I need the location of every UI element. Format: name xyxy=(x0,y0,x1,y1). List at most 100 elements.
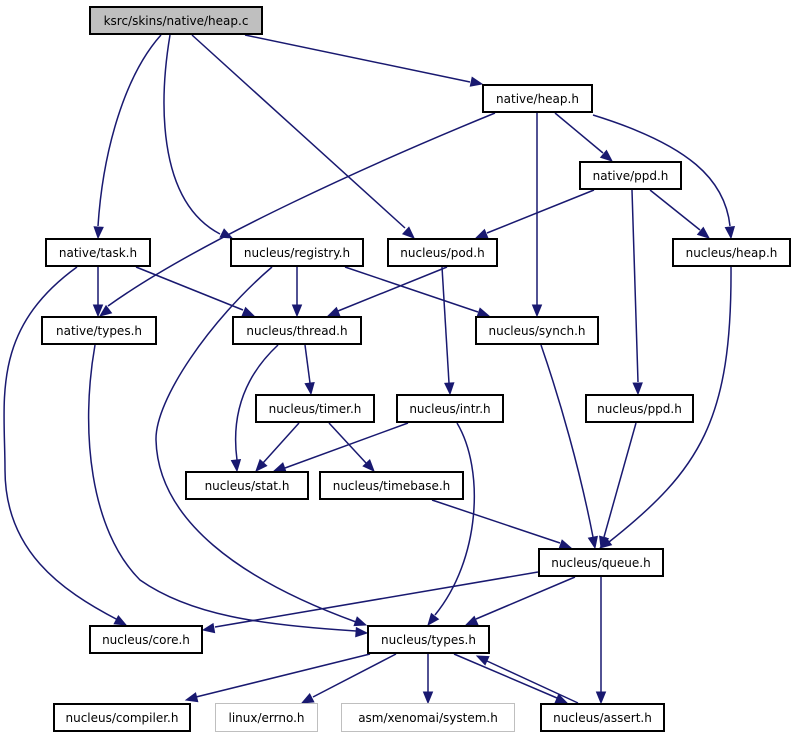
edge-native-heap-to-native-ppd xyxy=(554,112,604,154)
arrowhead-icon xyxy=(255,458,268,472)
edge-native-heap-to-nucleus-heap xyxy=(592,114,731,227)
node-label: nucleus/heap.h xyxy=(685,245,778,260)
edge-heap-c-to-native-heap xyxy=(244,34,471,83)
node-label: native/ppd.h xyxy=(592,168,669,183)
edge-nucleus-timer-to-nucleus-stat xyxy=(262,422,300,464)
arrowhead-icon xyxy=(326,306,341,317)
arrowhead-icon xyxy=(92,304,104,318)
node-heap-c[interactable]: ksrc/skins/native/heap.c xyxy=(89,6,263,35)
node-nucleus-heap[interactable]: nucleus/heap.h xyxy=(672,238,791,267)
arrowhead-icon xyxy=(93,226,104,240)
arrowhead-icon xyxy=(554,693,569,704)
edge-nucleus-queue-to-nucleus-core xyxy=(214,571,539,628)
arrowhead-icon xyxy=(230,459,242,473)
node-label: nucleus/queue.h xyxy=(551,555,651,570)
edge-nucleus-thread-to-nucleus-stat xyxy=(234,344,279,461)
edge-native-task-to-nucleus-thread xyxy=(135,266,244,311)
node-nucleus-stat[interactable]: nucleus/stat.h xyxy=(185,471,309,500)
edge-heap-c-to-native-task xyxy=(97,34,162,227)
node-native-types[interactable]: native/types.h xyxy=(41,316,157,345)
node-label: nucleus/core.h xyxy=(102,632,190,647)
edge-nucleus-intr-to-nucleus-types xyxy=(434,422,476,616)
node-linux-errno: linux/errno.h xyxy=(215,703,318,732)
node-label: nucleus/compiler.h xyxy=(65,710,179,725)
edge-nucleus-assert-to-nucleus-types xyxy=(486,660,579,704)
node-asm-system: asm/xenomai/system.h xyxy=(341,703,515,732)
arrowhead-icon xyxy=(113,614,128,626)
edge-native-ppd-to-nucleus-ppd xyxy=(631,189,639,383)
node-label: nucleus/pod.h xyxy=(400,245,485,260)
edge-heap-c-to-nucleus-registry xyxy=(163,34,221,235)
arrowhead-icon xyxy=(219,228,234,239)
edge-nucleus-timer-to-nucleus-timebase xyxy=(328,422,367,464)
node-nucleus-registry[interactable]: nucleus/registry.h xyxy=(230,238,364,267)
edge-native-types-to-nucleus-types xyxy=(87,344,357,632)
arrowhead-icon xyxy=(464,615,479,626)
arrowhead-icon xyxy=(353,616,368,627)
node-label: nucleus/registry.h xyxy=(243,245,351,260)
edge-nucleus-types-to-nucleus-compiler xyxy=(195,653,371,698)
node-label: native/task.h xyxy=(58,245,138,260)
arrowhead-icon xyxy=(184,692,199,703)
edge-nucleus-thread-to-nucleus-timer xyxy=(304,344,311,384)
edge-native-task-to-nucleus-core xyxy=(3,266,119,621)
node-label: native/types.h xyxy=(55,323,142,338)
edge-nucleus-queue-to-nucleus-types xyxy=(475,576,576,620)
arrowhead-icon xyxy=(632,382,643,396)
arrowhead-icon xyxy=(599,535,610,550)
node-label: nucleus/assert.h xyxy=(553,710,652,725)
node-nucleus-compiler[interactable]: nucleus/compiler.h xyxy=(53,703,191,732)
edge-native-ppd-to-nucleus-heap xyxy=(649,189,701,231)
edge-nucleus-timebase-to-nucleus-queue xyxy=(431,499,561,544)
node-nucleus-core[interactable]: nucleus/core.h xyxy=(89,625,203,654)
arrowhead-icon xyxy=(531,304,543,318)
arrowhead-icon xyxy=(696,226,711,239)
arrowhead-icon xyxy=(422,691,434,705)
edge-nucleus-types-to-nucleus-assert xyxy=(453,653,558,699)
node-nucleus-types[interactable]: nucleus/types.h xyxy=(367,625,490,654)
node-nucleus-ppd[interactable]: nucleus/ppd.h xyxy=(585,394,694,423)
edge-nucleus-registry-to-nucleus-synch xyxy=(344,266,479,313)
node-label: nucleus/thread.h xyxy=(246,323,348,338)
arrowhead-icon xyxy=(98,304,113,317)
edge-nucleus-types-to-linux-errno xyxy=(312,653,397,698)
node-native-task[interactable]: native/task.h xyxy=(45,238,151,267)
arrowhead-icon xyxy=(595,691,607,705)
edge-nucleus-synch-to-nucleus-queue xyxy=(540,344,594,538)
node-label: nucleus/timer.h xyxy=(268,401,362,416)
node-label: ksrc/skins/native/heap.c xyxy=(103,13,249,28)
node-label: asm/xenomai/system.h xyxy=(358,710,498,725)
edge-nucleus-pod-to-nucleus-intr xyxy=(441,266,450,384)
node-nucleus-queue[interactable]: nucleus/queue.h xyxy=(538,548,664,577)
arrowhead-icon xyxy=(355,626,369,638)
edge-nucleus-registry-to-nucleus-types xyxy=(155,266,357,623)
arrowhead-icon xyxy=(587,535,598,550)
node-nucleus-pod[interactable]: nucleus/pod.h xyxy=(387,238,498,267)
node-nucleus-timebase[interactable]: nucleus/timebase.h xyxy=(319,471,464,500)
node-nucleus-thread[interactable]: nucleus/thread.h xyxy=(232,316,362,345)
edge-native-heap-to-native-types xyxy=(107,112,496,307)
arrowhead-icon xyxy=(427,612,440,627)
arrowhead-icon xyxy=(401,226,415,239)
edge-nucleus-pod-to-nucleus-thread xyxy=(337,266,448,312)
edge-nucleus-heap-to-nucleus-queue xyxy=(608,266,732,543)
node-label: native/heap.h xyxy=(496,91,579,106)
edge-native-ppd-to-nucleus-pod xyxy=(486,189,595,234)
node-label: nucleus/timebase.h xyxy=(332,478,451,493)
arrowhead-icon xyxy=(300,693,315,704)
node-nucleus-intr[interactable]: nucleus/intr.h xyxy=(396,394,504,423)
edge-nucleus-intr-to-nucleus-stat xyxy=(284,422,409,469)
node-label: linux/errno.h xyxy=(228,710,305,725)
node-native-heap[interactable]: native/heap.h xyxy=(482,84,593,113)
node-nucleus-timer[interactable]: nucleus/timer.h xyxy=(255,394,375,423)
node-nucleus-synch[interactable]: nucleus/synch.h xyxy=(475,316,599,345)
arrowhead-icon xyxy=(304,381,315,396)
arrowhead-icon xyxy=(475,655,490,666)
node-native-ppd[interactable]: native/ppd.h xyxy=(579,161,682,190)
arrowhead-icon xyxy=(469,76,484,87)
node-label: nucleus/stat.h xyxy=(204,478,290,493)
node-nucleus-assert[interactable]: nucleus/assert.h xyxy=(540,703,665,732)
arrowhead-icon xyxy=(444,382,455,396)
node-label: nucleus/intr.h xyxy=(409,401,491,416)
